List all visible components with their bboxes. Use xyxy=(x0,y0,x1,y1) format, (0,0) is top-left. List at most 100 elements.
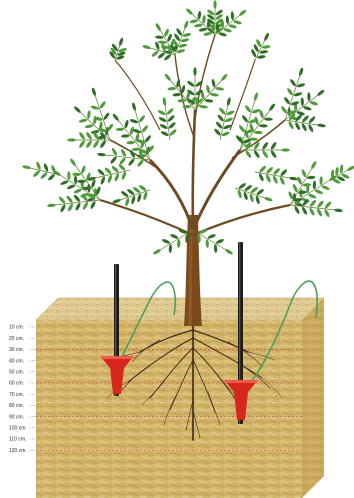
leaf xyxy=(193,67,196,76)
leaf xyxy=(301,115,309,123)
depth-label: 110 cm. xyxy=(9,437,26,443)
leaf xyxy=(47,173,56,181)
leaf xyxy=(109,156,117,165)
leaf xyxy=(85,124,94,129)
leaf xyxy=(73,194,81,203)
leaf xyxy=(121,171,127,180)
depth-label: 30 cm. xyxy=(9,347,24,353)
leaf xyxy=(308,193,317,199)
leaf xyxy=(120,148,127,157)
leaf xyxy=(237,189,243,198)
leaf xyxy=(160,130,169,137)
soil-front-face xyxy=(36,320,302,498)
leaf xyxy=(22,165,31,170)
leaf xyxy=(65,195,73,204)
leaf xyxy=(220,73,228,82)
leaf xyxy=(125,197,131,206)
leaf xyxy=(334,208,343,212)
leaf xyxy=(167,114,175,122)
leaf xyxy=(159,123,168,130)
leaf xyxy=(121,134,130,138)
leaf xyxy=(185,8,194,16)
leaf xyxy=(259,124,268,127)
leaf xyxy=(223,28,232,33)
leaf xyxy=(69,158,77,167)
leaf xyxy=(195,80,204,88)
leaf xyxy=(289,78,297,87)
leaf xyxy=(296,176,302,185)
leaf xyxy=(198,27,207,32)
leaf xyxy=(92,140,100,149)
leaf xyxy=(309,199,317,208)
leaf xyxy=(268,103,276,112)
leaf xyxy=(314,189,323,195)
leaf xyxy=(99,140,107,149)
leaf xyxy=(251,108,260,114)
leaf xyxy=(224,248,233,255)
leaf xyxy=(144,134,152,143)
leaf xyxy=(205,239,209,248)
leaf xyxy=(281,148,290,151)
leaf xyxy=(215,121,223,130)
leaf xyxy=(270,150,278,159)
depth-label: 120 cm. xyxy=(9,448,27,454)
leaf xyxy=(155,22,162,31)
leaf xyxy=(224,117,233,123)
leaf xyxy=(273,167,281,175)
leaf xyxy=(245,150,253,159)
leaf xyxy=(72,173,81,176)
leaf xyxy=(335,167,339,176)
tree-branch xyxy=(110,140,160,170)
depth-label: 20 cm. xyxy=(9,336,24,342)
leaf xyxy=(138,114,146,123)
leaf xyxy=(217,114,225,123)
leaf xyxy=(197,11,201,20)
leaf xyxy=(60,180,69,186)
leaf xyxy=(97,153,106,157)
leaf xyxy=(226,110,235,116)
leaf xyxy=(244,104,252,113)
leaf xyxy=(294,205,301,214)
leaf xyxy=(255,195,261,204)
leaf xyxy=(243,191,249,200)
leaf xyxy=(100,176,106,185)
leaf xyxy=(90,105,99,111)
leaf xyxy=(298,190,307,194)
leaf xyxy=(316,208,323,217)
leaf xyxy=(141,124,149,133)
leaf xyxy=(124,119,129,128)
leaf xyxy=(210,93,219,97)
leaf xyxy=(262,45,271,49)
leaf xyxy=(264,196,273,202)
leaf xyxy=(79,118,88,123)
leaf xyxy=(58,196,66,205)
tree-canopy xyxy=(22,0,354,255)
leaf xyxy=(280,105,288,114)
leaf xyxy=(176,48,185,53)
leaf xyxy=(151,50,160,58)
leaf xyxy=(313,180,317,189)
leaf xyxy=(112,113,120,122)
leaf xyxy=(257,55,266,59)
leaf xyxy=(270,141,278,150)
leaf xyxy=(118,157,126,166)
depth-label: 80 cm. xyxy=(9,403,24,409)
leaf xyxy=(126,141,135,145)
leaf xyxy=(114,173,120,182)
leaf xyxy=(292,184,298,193)
leaf xyxy=(67,138,76,141)
leaf xyxy=(204,99,213,103)
leaf xyxy=(73,105,81,113)
leaf xyxy=(129,118,138,124)
leaf xyxy=(301,97,305,106)
leaf xyxy=(152,248,161,255)
leaf xyxy=(233,20,242,25)
leaf xyxy=(170,233,179,239)
leaf xyxy=(118,163,127,171)
leaf xyxy=(307,92,311,101)
soil-surface xyxy=(36,298,324,320)
leaf xyxy=(207,233,216,239)
leaf xyxy=(166,107,174,115)
leaf xyxy=(164,73,172,82)
